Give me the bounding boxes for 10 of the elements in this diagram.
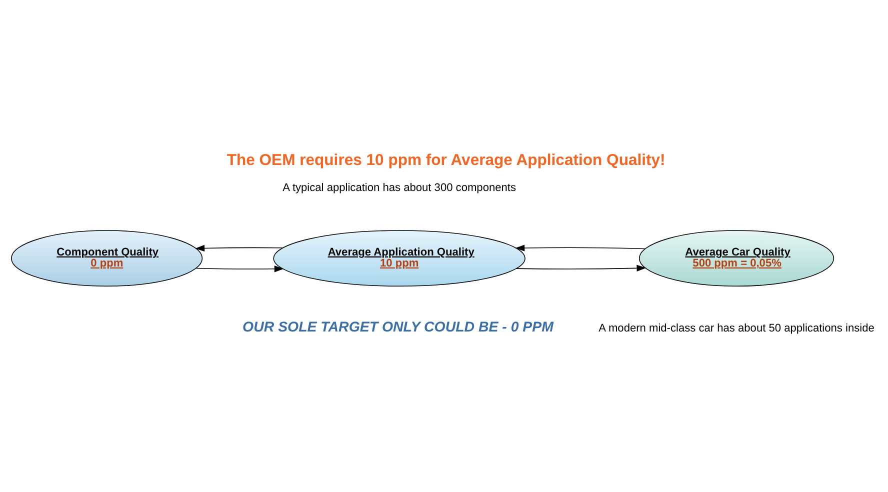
arrow — [516, 264, 646, 271]
arrow — [515, 244, 646, 251]
node-ellipse: Average Car Quality 500 ppm = 0,05% — [638, 230, 834, 286]
arrow — [195, 244, 284, 252]
arrow — [196, 265, 284, 272]
diagram-title: The OEM requires 10 ppm for Average Application Quality! — [226, 152, 666, 169]
label: A modern mid-class car has about 50 applications inside — [598, 322, 874, 334]
label: A typical application has about 300 components — [282, 181, 516, 194]
caption: OUR SOLE TARGET ONLY COULD BE - 0 PPM — [242, 318, 554, 335]
node-ellipse: Component Quality 0 ppm — [11, 230, 203, 286]
